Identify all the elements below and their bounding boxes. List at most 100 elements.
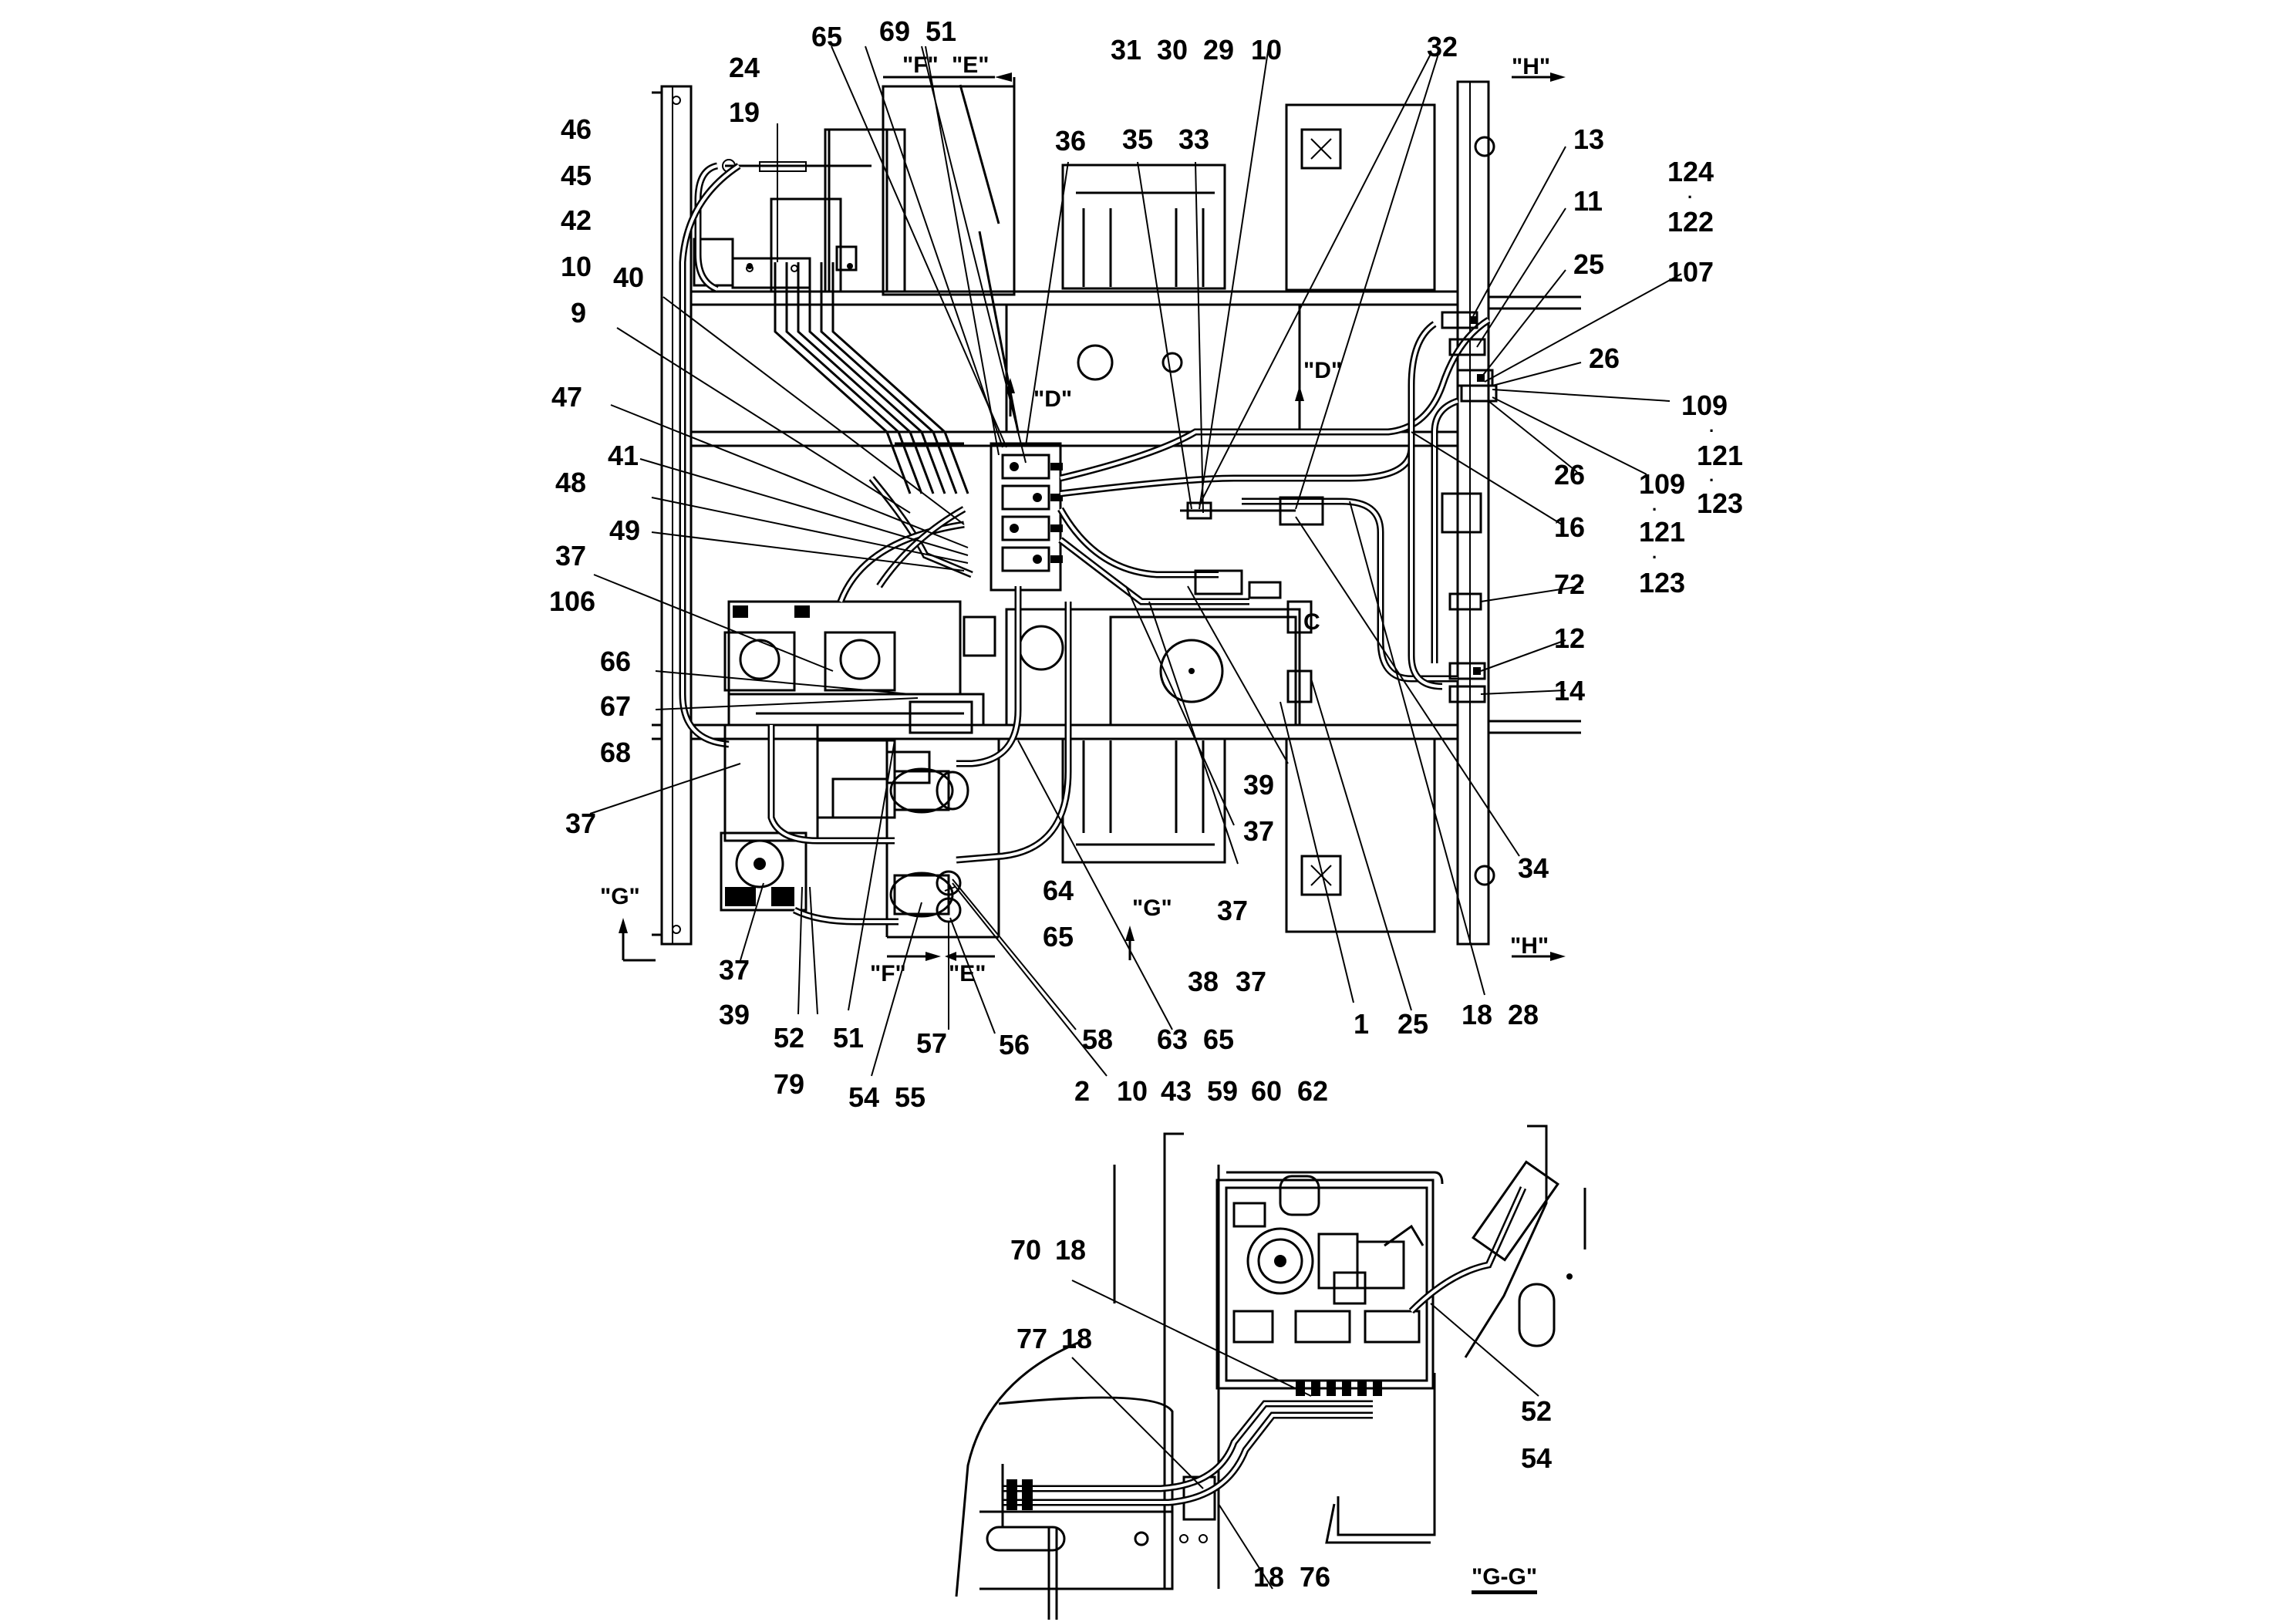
view-mark-h-top: "H" — [1512, 54, 1551, 79]
center-tank — [1005, 303, 1301, 727]
callout-31: 31 — [1111, 34, 1142, 66]
right-frame-rail — [1456, 80, 1495, 946]
pump-assembly — [720, 600, 996, 912]
callout-37-bottom-mid: 37 — [1236, 966, 1267, 997]
section-gg-body — [955, 1125, 1586, 1620]
callout-48: 48 — [555, 467, 587, 498]
callout-52: 52 — [774, 1022, 805, 1054]
callout-64: 64 — [1043, 875, 1074, 906]
return-filters — [889, 767, 969, 923]
callout-10-left: 10 — [561, 251, 592, 282]
separator-dot: · — [1709, 421, 1715, 440]
callout-49: 49 — [609, 514, 641, 546]
main-leader-lines — [589, 46, 1682, 1077]
section-callout-54: 54 — [1521, 1442, 1553, 1474]
callout-123-top: 123 — [1697, 487, 1744, 519]
section-title-gg: "G-G" — [1472, 1566, 1538, 1594]
section-callout-18-c: 18 — [1253, 1561, 1285, 1593]
callout-1: 1 — [1354, 1008, 1370, 1040]
callout-124: 124 — [1667, 156, 1714, 187]
callout-122: 122 — [1667, 206, 1714, 238]
view-mark-d-right: "D" — [1303, 358, 1343, 383]
callout-79: 79 — [774, 1068, 805, 1100]
callout-39-mid: 39 — [1243, 769, 1275, 801]
view-mark-h-bottom: "H" — [1510, 933, 1549, 959]
section-callout-52: 52 — [1521, 1395, 1553, 1427]
separator-dot: · — [1687, 187, 1694, 207]
callout-42: 42 — [561, 204, 592, 236]
callout-37-mid: 37 — [1217, 895, 1249, 926]
view-mark-f-bottom: "F" — [870, 961, 906, 986]
callout-56: 56 — [999, 1029, 1030, 1061]
callout-18-bottom: 18 — [1462, 999, 1493, 1030]
callout-37-pump: 37 — [565, 808, 597, 839]
view-mark-e-top: "E" — [952, 52, 990, 78]
callout-34: 34 — [1518, 852, 1549, 884]
callout-65-top: 65 — [811, 21, 843, 52]
section-gg-leaders — [1071, 1280, 1539, 1590]
section-callout-70: 70 — [1010, 1234, 1042, 1266]
view-mark-g-mid: "G" — [1132, 895, 1172, 921]
callout-66: 66 — [600, 646, 632, 677]
view-mark-c: C — [1303, 609, 1320, 635]
callout-58: 58 — [1082, 1023, 1114, 1055]
callout-72: 72 — [1554, 568, 1586, 600]
callout-43: 43 — [1161, 1075, 1192, 1107]
callout-40: 40 — [613, 261, 645, 293]
view-mark-g-left: "G" — [600, 884, 640, 909]
callout-67: 67 — [600, 690, 632, 722]
callout-36: 36 — [1055, 125, 1087, 157]
callout-62: 62 — [1297, 1075, 1329, 1107]
tube-bundle-40 — [774, 262, 969, 494]
callout-33: 33 — [1178, 123, 1210, 155]
main-hoses — [767, 317, 1491, 926]
callout-55: 55 — [895, 1081, 926, 1113]
section-gg-hoses — [1001, 1400, 1373, 1527]
separator-dot: · — [1709, 470, 1715, 490]
callout-109-bottom: 109 — [1639, 468, 1686, 500]
callout-68: 68 — [600, 737, 632, 768]
callout-37-center: 37 — [1243, 815, 1275, 847]
callout-69: 69 — [879, 15, 911, 47]
callout-30: 30 — [1157, 34, 1188, 66]
callout-51-top: 51 — [925, 15, 957, 47]
callout-38: 38 — [1188, 966, 1219, 997]
callout-123-bottom: 123 — [1639, 567, 1686, 599]
callout-13: 13 — [1573, 123, 1605, 155]
callout-24: 24 — [729, 52, 760, 83]
callout-32: 32 — [1427, 31, 1458, 62]
view-mark-d-left: "D" — [1033, 386, 1073, 412]
callout-39-bottom-left: 39 — [719, 999, 750, 1030]
separator-dot: · — [1652, 548, 1658, 567]
callout-37-bottom-left: 37 — [719, 954, 750, 986]
upper-left-bracket — [693, 128, 888, 293]
callout-14: 14 — [1554, 675, 1586, 706]
callout-25-right: 25 — [1573, 248, 1605, 280]
callout-12: 12 — [1554, 622, 1586, 654]
callout-10-top: 10 — [1251, 34, 1283, 66]
callout-37-left: 37 — [555, 540, 587, 572]
callout-121-bottom: 121 — [1639, 516, 1686, 548]
view-markers — [619, 73, 1566, 962]
view-mark-e-bottom: "E" — [949, 961, 986, 986]
callout-121-top: 121 — [1697, 440, 1744, 471]
callout-28: 28 — [1508, 999, 1539, 1030]
separator-dot: · — [1652, 500, 1658, 519]
callout-45: 45 — [561, 160, 592, 191]
callout-11: 11 — [1573, 185, 1603, 217]
callout-60: 60 — [1251, 1075, 1283, 1107]
callout-51-bottom: 51 — [833, 1022, 865, 1054]
view-mark-f-top: "F" — [902, 52, 939, 78]
section-callout-18-a: 18 — [1055, 1234, 1087, 1266]
callout-25-bottom: 25 — [1397, 1008, 1429, 1040]
callout-41: 41 — [608, 440, 639, 471]
left-hose-loop — [679, 162, 741, 748]
callout-107: 107 — [1667, 256, 1714, 288]
callout-16: 16 — [1554, 511, 1586, 543]
callout-47: 47 — [551, 381, 583, 413]
callout-9: 9 — [571, 297, 587, 329]
callout-46: 46 — [561, 113, 592, 145]
callout-59: 59 — [1207, 1075, 1239, 1107]
